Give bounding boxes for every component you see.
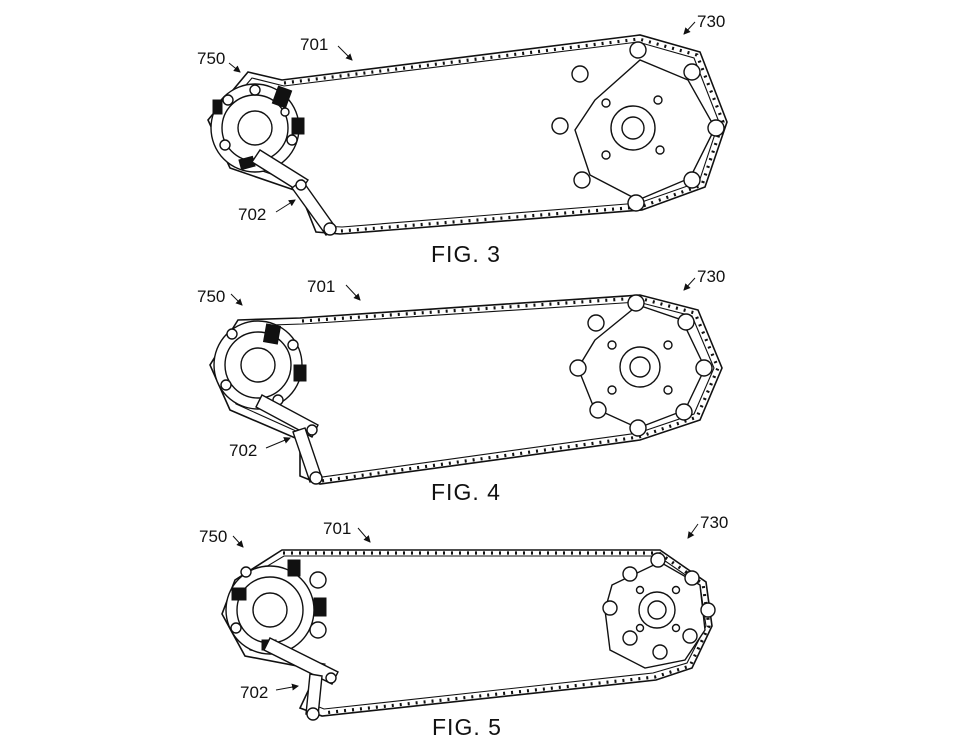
ref-730: 730 [697,12,725,31]
reference-labels: 750 701 730 702 [197,267,725,460]
ref-702: 702 [240,683,268,702]
chain-tensioner-arm [263,637,339,721]
front-chainring-assembly [213,320,307,410]
chain-tensioner-arm [255,394,323,485]
ref-702: 702 [229,441,257,460]
ref-750: 750 [197,287,225,306]
figure-caption: FIG. 5 [432,714,502,740]
front-chainring-assembly [210,83,305,173]
chain-tensioner-arm [251,149,337,236]
figure-caption: FIG. 4 [431,479,501,505]
front-chainring-assembly [225,559,327,655]
ref-702: 702 [238,205,266,224]
figure-3: 750 701 730 702 FIG. 3 [197,12,728,267]
ref-750: 750 [199,527,227,546]
rear-cassette-assembly [551,41,725,212]
figure-5: 750 701 730 702 FIG. 5 [199,513,728,740]
ref-701: 701 [323,519,351,538]
figure-4: 750 701 730 702 FIG. 4 [197,267,725,505]
ref-730: 730 [700,513,728,532]
ref-701: 701 [300,35,328,54]
reference-labels: 750 701 730 702 [197,12,725,224]
ref-730: 730 [697,267,725,286]
rear-cassette-assembly [569,294,713,437]
figure-caption: FIG. 3 [431,241,501,267]
ref-750: 750 [197,49,225,68]
ref-701: 701 [307,277,335,296]
rear-cassette-assembly [602,552,716,669]
reference-labels: 750 701 730 702 [199,513,728,702]
